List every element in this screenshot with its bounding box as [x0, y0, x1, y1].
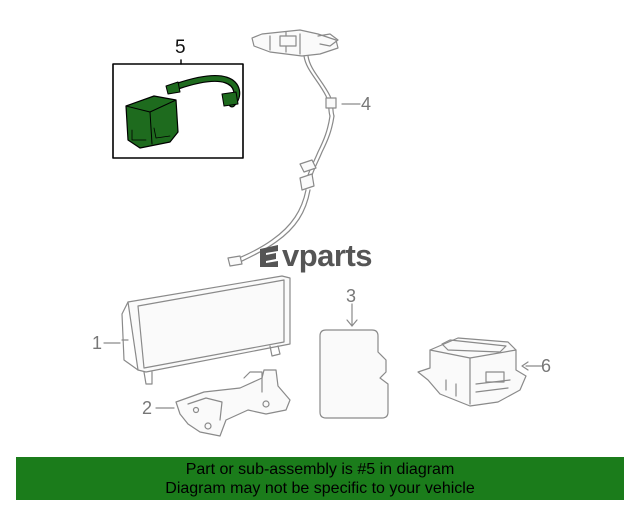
- watermark-text: vparts: [282, 238, 373, 273]
- watermark-logo: vparts: [258, 236, 373, 276]
- callout-1: 1: [92, 333, 103, 353]
- part-4-harness: [227, 29, 361, 267]
- part-5-box: [112, 59, 244, 159]
- callout-6: 6: [541, 356, 552, 376]
- callout-2: 2: [142, 398, 153, 418]
- callout-5: 5: [175, 37, 186, 58]
- info-banner: Part or sub-assembly is #5 in diagram Di…: [16, 457, 624, 500]
- part-6-module: [417, 337, 543, 407]
- callout-4: 4: [361, 94, 372, 114]
- part-3-card: [319, 303, 389, 419]
- banner-line-2: Diagram may not be specific to your vehi…: [165, 479, 475, 497]
- ev-logo-mark-icon: [258, 243, 280, 269]
- part-2-bracket: [155, 369, 291, 437]
- part-1-display: [103, 275, 291, 385]
- banner-line-1: Part or sub-assembly is #5 in diagram: [185, 460, 455, 478]
- callout-3: 3: [346, 286, 357, 306]
